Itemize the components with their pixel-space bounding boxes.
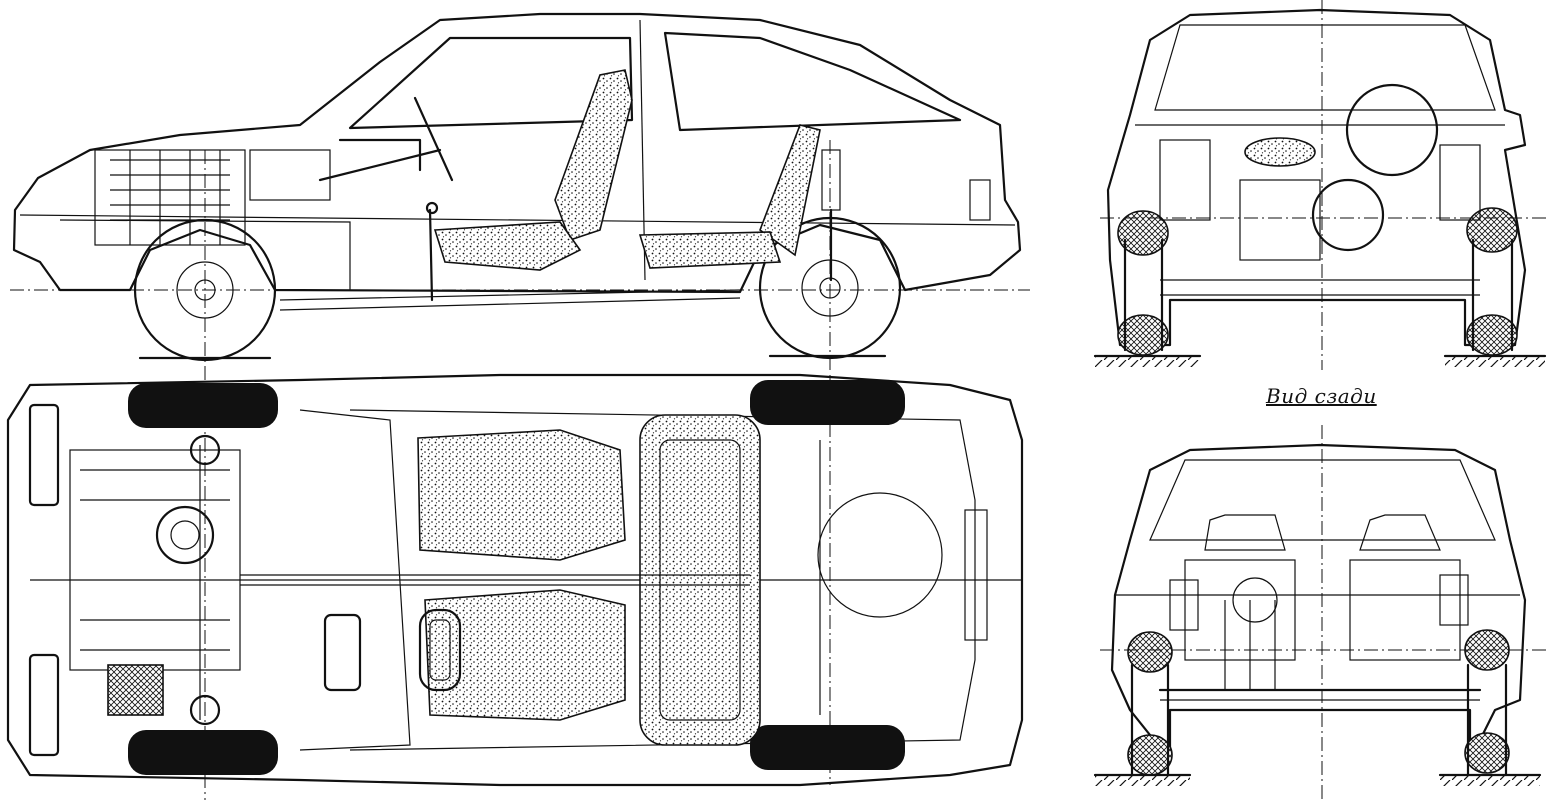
rear-view-air-filter — [1244, 137, 1316, 167]
side-engine — [94, 149, 331, 246]
top-right-headlight — [28, 653, 60, 757]
top-view — [6, 373, 1024, 787]
front-view-body — [1110, 443, 1527, 762]
rear-view-steering-wheel — [1345, 83, 1439, 177]
side-front-window — [348, 36, 634, 130]
top-rear-bench — [639, 414, 761, 746]
front-view-right-wheel — [1464, 629, 1510, 777]
top-left-headlight — [28, 403, 60, 507]
side-rear-window — [663, 31, 962, 132]
top-front-right-tyre — [128, 730, 278, 775]
side-rear-seat — [638, 124, 821, 269]
front-view-glass — [1149, 459, 1496, 541]
spare-wheel — [817, 492, 943, 618]
rear-view-glass — [1154, 24, 1496, 111]
side-rear-shock — [821, 149, 841, 282]
air-filter — [155, 505, 215, 565]
front-view-left-wheel — [1127, 631, 1173, 777]
side-front-seat — [433, 69, 633, 271]
side-view — [10, 12, 1030, 800]
front-view-seat-left — [1204, 514, 1286, 551]
top-engine — [69, 434, 241, 726]
rear-view — [1093, 0, 1550, 370]
gear-lever — [428, 208, 434, 302]
rear-view-body — [1106, 8, 1527, 347]
car-body-side-outline — [12, 12, 1022, 294]
steering-wheel — [318, 96, 454, 182]
pedal-box — [323, 613, 362, 692]
top-rear-lights — [964, 509, 988, 641]
car-body-top-outline — [6, 373, 1024, 787]
top-steering-wheel — [418, 608, 462, 692]
top-rear-left-tyre — [750, 380, 905, 425]
front-view-seat-right — [1359, 514, 1441, 551]
front-view — [1093, 425, 1550, 800]
rear-view-caption: Вид сзади — [1266, 384, 1377, 408]
battery — [107, 664, 164, 716]
top-right-seat — [424, 589, 626, 721]
top-left-seat — [417, 429, 626, 561]
rear-view-right-wheel — [1466, 207, 1518, 356]
top-rear-right-tyre — [750, 725, 905, 770]
top-front-left-tyre — [128, 383, 278, 428]
rear-view-left-wheel — [1117, 210, 1169, 356]
